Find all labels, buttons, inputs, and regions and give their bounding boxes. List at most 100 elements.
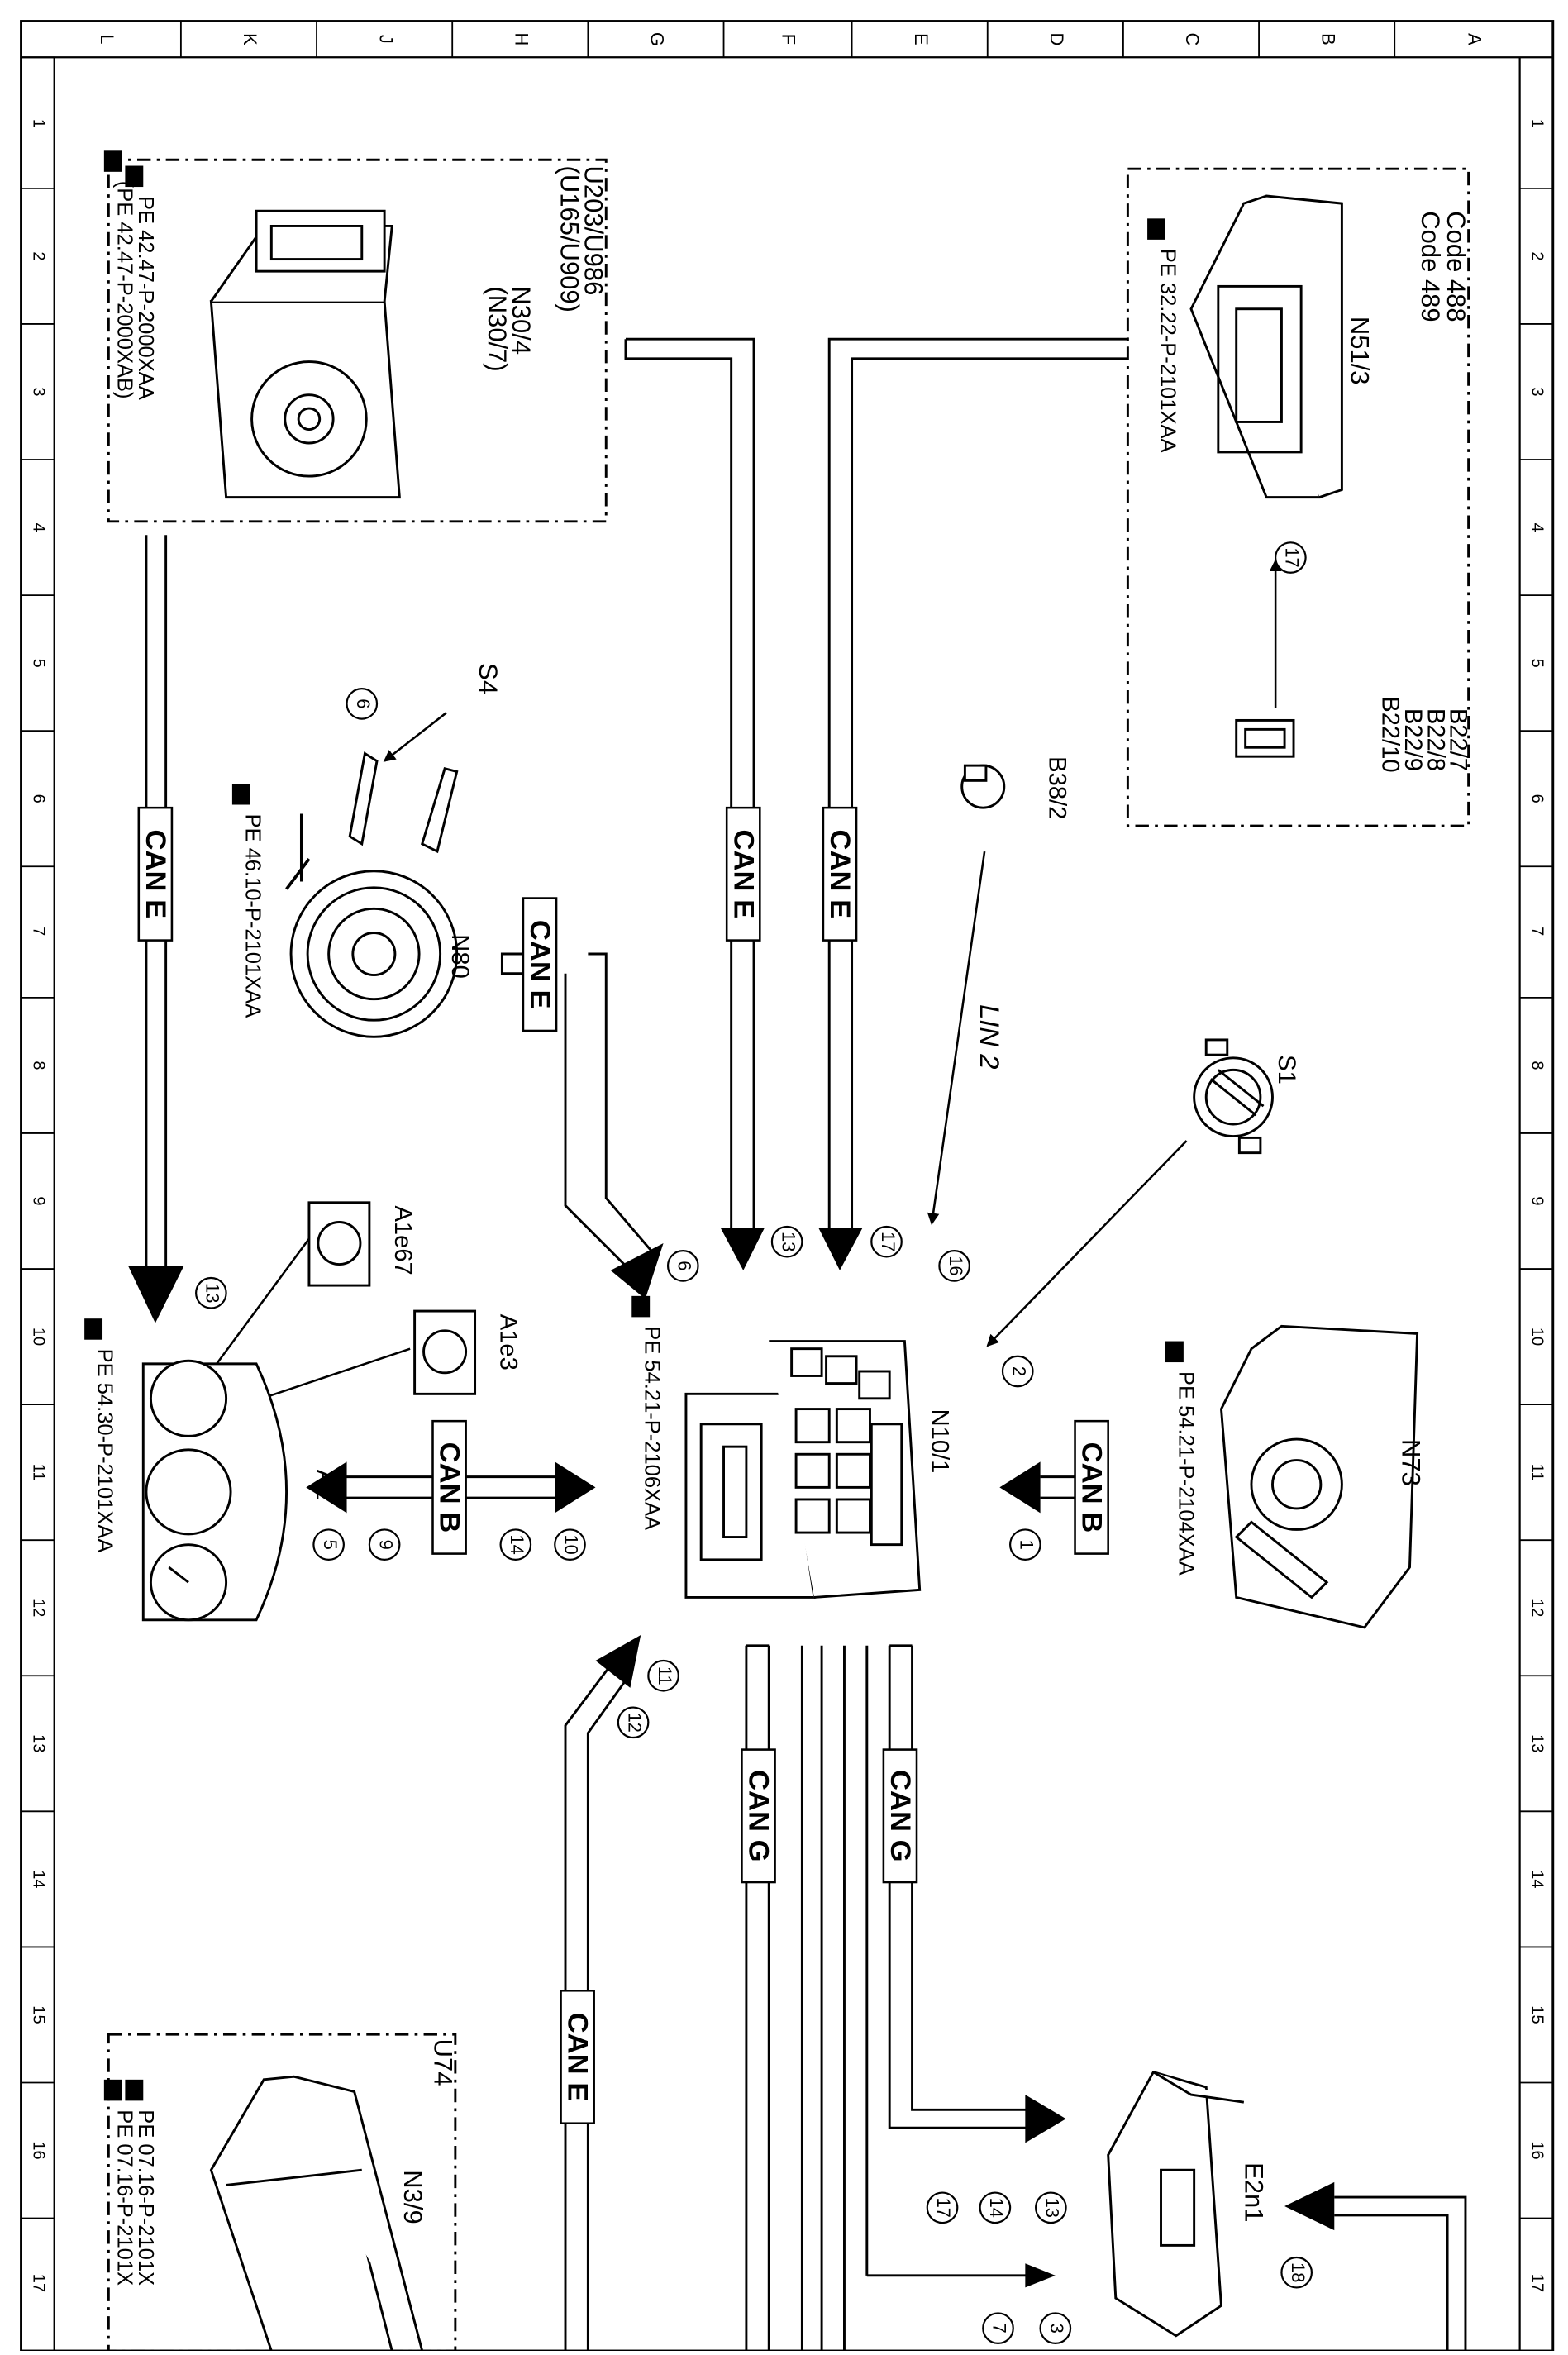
svg-text:14: 14 [507, 1534, 527, 1554]
b22-label-3: B22/9 [1399, 708, 1426, 771]
pe-reference-icon [125, 165, 144, 188]
n73-ref: PE 54.21-P-2104XAA [1174, 1371, 1197, 1576]
a1-instrument-cluster-icon [141, 1359, 288, 1622]
can-e-label: CAN E [522, 897, 558, 1032]
svg-text:CAN E: CAN E [824, 830, 855, 919]
dashed-box-n30-4 [107, 158, 608, 523]
row-number: 12 [1527, 1599, 1546, 1617]
n51-3-code2: Code 489 [1416, 211, 1445, 322]
n80-ref: PE 46.10-P-2101XAA [241, 813, 264, 1018]
col-letter: E [911, 33, 932, 45]
svg-text:5: 5 [320, 1540, 341, 1550]
can-g-label: CAN G [882, 1748, 918, 1884]
callout-13: 13 [770, 1225, 803, 1258]
row-number: 11 [29, 1464, 47, 1481]
e2n1-label: E2n1 [1240, 2162, 1269, 2222]
n30-4-ref1: PE 42.47-P-2000XAA [134, 196, 157, 400]
n30-4-ref2: (PE 42.47-P-2000XAB) [112, 181, 136, 399]
pe-reference-icons [84, 150, 1184, 2101]
callout-17: 17 [926, 2191, 959, 2224]
row-number: 11 [1527, 1464, 1546, 1481]
row-number: 12 [29, 1599, 47, 1617]
n3-9-engine-control-icon [209, 2075, 424, 2353]
n30-4-esp-unit-icon [209, 209, 401, 499]
a1-ref: PE 54.30-P-2101XAA [93, 1349, 117, 1553]
row-number: 14 [1527, 1870, 1546, 1888]
n51-3-ref: PE 32.22-P-2101XAA [1156, 249, 1180, 453]
n51-3-label: N51/3 [1345, 317, 1374, 385]
can-g-label: CAN G [741, 1748, 776, 1884]
row-number: 15 [1527, 2005, 1546, 2024]
s4-label: S4 [474, 663, 503, 694]
n30-4-line4: (N30/7) [483, 286, 512, 371]
callout-13: 13 [195, 1276, 227, 1309]
n30-4-line3: N30/4 [507, 286, 536, 355]
svg-text:6: 6 [353, 698, 374, 708]
a1-label: A1 [311, 1470, 340, 1501]
callout-14: 14 [979, 2191, 1012, 2224]
row-number: 10 [29, 1328, 47, 1346]
row-number: 9 [29, 1196, 47, 1205]
row-number: 6 [29, 794, 47, 803]
row-number: 15 [29, 2005, 47, 2024]
row-number: 8 [29, 1061, 47, 1070]
callout-18: 18 [1280, 2256, 1313, 2289]
col-letter: H [512, 32, 532, 45]
n51-3-code1: Code 488 [1442, 211, 1470, 322]
a1e3-label: A1e3 [495, 1314, 522, 1371]
pe-reference-icon [103, 2079, 122, 2101]
u74-code: U74 [428, 2039, 457, 2086]
n30-4-line1: U203/U986 [579, 166, 608, 296]
can-b-label: CAN B [1074, 1419, 1109, 1555]
row-number: 16 [1527, 2141, 1546, 2159]
col-letter: G [647, 32, 668, 46]
col-letter: J [375, 35, 396, 44]
can-e-label: CAN E [560, 1990, 595, 2124]
row-number: 16 [29, 2141, 47, 2159]
b22-label-4: B22/10 [1377, 696, 1404, 772]
n10-1-sam-module-icon [684, 1340, 922, 1599]
svg-text:13: 13 [778, 1232, 798, 1251]
s4-combination-switch-icon [285, 751, 459, 1038]
callout-5: 5 [312, 1528, 345, 1561]
row-number: 13 [29, 1734, 47, 1752]
row-number: 7 [29, 927, 47, 936]
row-number: 3 [29, 387, 47, 396]
b38-2-label: B38/2 [1044, 756, 1070, 819]
pe-reference-icon [231, 784, 250, 805]
svg-text:10: 10 [561, 1534, 582, 1554]
svg-text:13: 13 [203, 1283, 223, 1303]
col-letter: A [1464, 33, 1485, 45]
callout-11: 11 [647, 1659, 679, 1692]
callout-14: 14 [499, 1528, 532, 1561]
callout-16: 16 [938, 1250, 970, 1282]
row-number: 5 [29, 659, 47, 668]
row-number: 1 [1527, 119, 1546, 128]
dashed-box-n51-3 [1126, 167, 1470, 827]
e2n1-headlamp-module-icon [1107, 2071, 1245, 2338]
n10-1-label: N10/1 [926, 1409, 952, 1474]
pe-reference-icon [103, 150, 122, 172]
pe-reference-icon [1147, 218, 1165, 240]
b38-2-sensor-icon [960, 764, 1006, 809]
callout-17: 17 [1275, 541, 1307, 574]
row-number: 6 [1527, 794, 1546, 803]
can-e-label: CAN E [137, 806, 174, 942]
callout-9: 9 [368, 1528, 401, 1561]
signal-arrows [128, 1228, 1335, 2288]
callout-17: 17 [870, 1225, 903, 1258]
n73-ignition-switch-icon [1219, 1324, 1419, 1629]
pe-reference-icon [1165, 1341, 1184, 1363]
n80-label: N80 [446, 934, 473, 978]
callout-6: 6 [346, 688, 379, 720]
row-number: 17 [29, 2274, 47, 2292]
n30-4-line2: (U165/U909) [555, 166, 584, 312]
svg-text:17: 17 [933, 2198, 954, 2218]
svg-text:7: 7 [989, 2324, 1010, 2334]
svg-text:CAN B: CAN B [434, 1442, 465, 1533]
row-number: 1 [29, 119, 47, 128]
row-number: 2 [1527, 251, 1546, 260]
b22-label-2: B22/8 [1422, 708, 1448, 771]
n10-1-ref: PE 54.21-P-2106XAA [641, 1326, 664, 1530]
